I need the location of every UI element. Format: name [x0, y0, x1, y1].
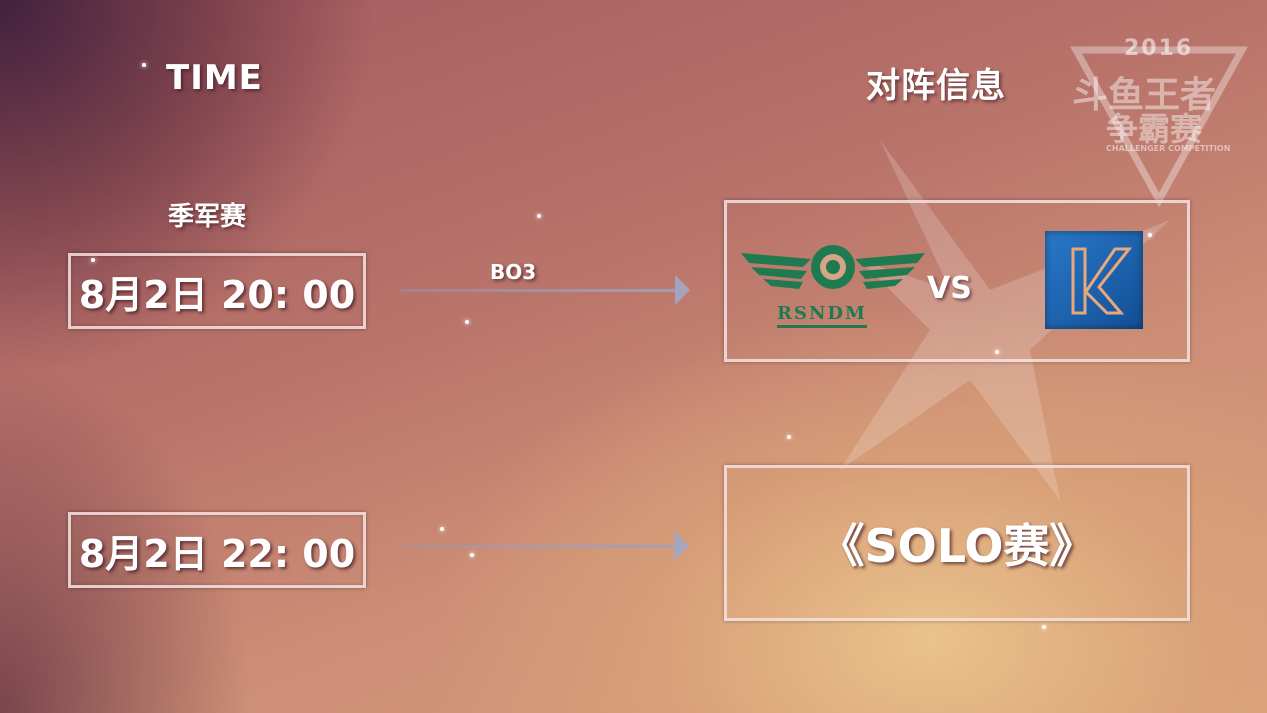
team-k-logo — [1045, 231, 1143, 329]
match1-time: 8月2日 20: 00 — [78, 272, 356, 317]
match1-time-box: 8月2日 20: 00 — [68, 253, 366, 329]
match1-matchup-box: RSNDM VS — [724, 200, 1190, 362]
team-rsndm-logo: RSNDM — [741, 241, 925, 333]
sparkle — [1042, 625, 1046, 629]
sparkle — [470, 553, 474, 557]
sparkle — [142, 63, 146, 67]
competition-logo: 2016 斗鱼王者 争霸赛 CHALLENGER COMPETITION — [1066, 30, 1252, 210]
sparkle — [537, 214, 541, 218]
match2-time: 8月2日 22: 00 — [78, 531, 356, 576]
match2-arrow — [404, 545, 674, 548]
matchup-heading: 对阵信息 — [866, 66, 1006, 106]
match2-time-box: 8月2日 22: 00 — [68, 512, 366, 588]
logo-year: 2016 — [1124, 36, 1194, 61]
sparkle — [91, 258, 95, 262]
time-heading: TIME — [166, 58, 263, 98]
match1-stage: 季军赛 — [168, 202, 247, 232]
sparkle — [995, 350, 999, 354]
logo-subtitle: CHALLENGER COMPETITION — [1106, 144, 1231, 153]
match1-arrow-head — [675, 275, 690, 305]
vs-label: VS — [927, 271, 972, 306]
match2-event: 《SOLO赛》 — [818, 519, 1096, 573]
match1-format: BO3 — [490, 260, 537, 284]
star-decoration — [840, 140, 1170, 500]
team-rsndm-name: RSNDM — [777, 303, 867, 328]
match2-matchup-box: 《SOLO赛》 — [724, 465, 1190, 621]
match2-arrow-head — [674, 531, 689, 561]
logo-title-line1: 斗鱼王者 — [1072, 75, 1217, 116]
sparkle — [440, 527, 444, 531]
logo-title-line2: 争霸赛 — [1106, 110, 1203, 148]
sparkle — [1148, 233, 1152, 237]
sparkle — [465, 320, 469, 324]
sparkle — [787, 435, 791, 439]
match1-arrow — [400, 289, 675, 292]
